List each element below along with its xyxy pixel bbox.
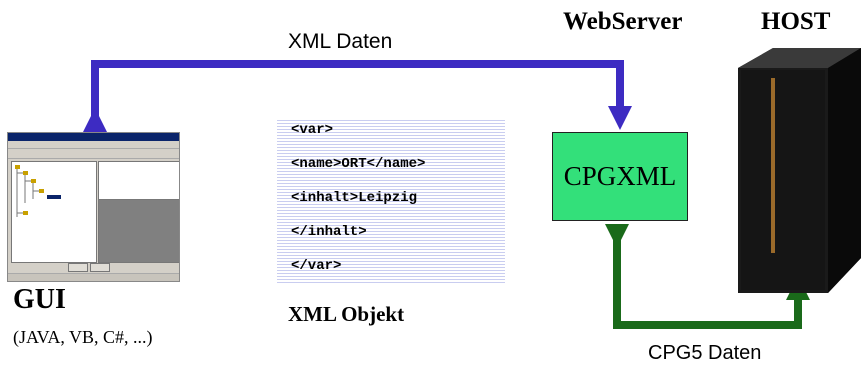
xml-line: </var>	[291, 258, 342, 274]
cpg5-data-label: CPG5 Daten	[648, 342, 762, 364]
cpgxml-label: CPGXML	[563, 161, 677, 191]
gui-window-screenshot	[7, 132, 180, 282]
xml-line: </inhalt>	[291, 224, 367, 240]
gui-label: GUI	[13, 284, 66, 315]
host-server-icon	[738, 48, 861, 293]
xml-object-label: XML Objekt	[288, 302, 405, 326]
xml-line: <var>	[291, 122, 334, 138]
cpg5-data-arrow	[605, 224, 810, 329]
host-label: HOST	[761, 8, 831, 35]
xml-data-label: XML Daten	[288, 30, 393, 53]
xml-data-arrow	[83, 60, 632, 132]
webserver-label: WebServer	[563, 8, 683, 35]
cpgxml-box: CPGXML	[552, 132, 688, 221]
xml-line: <name>ORT</name>	[291, 156, 426, 172]
gui-subtitle: (JAVA, VB, C#, ...)	[13, 327, 153, 347]
xml-object-box: <var> <name>ORT</name> <inhalt>Leipzig <…	[277, 118, 505, 283]
xml-line: <inhalt>Leipzig	[291, 190, 418, 206]
